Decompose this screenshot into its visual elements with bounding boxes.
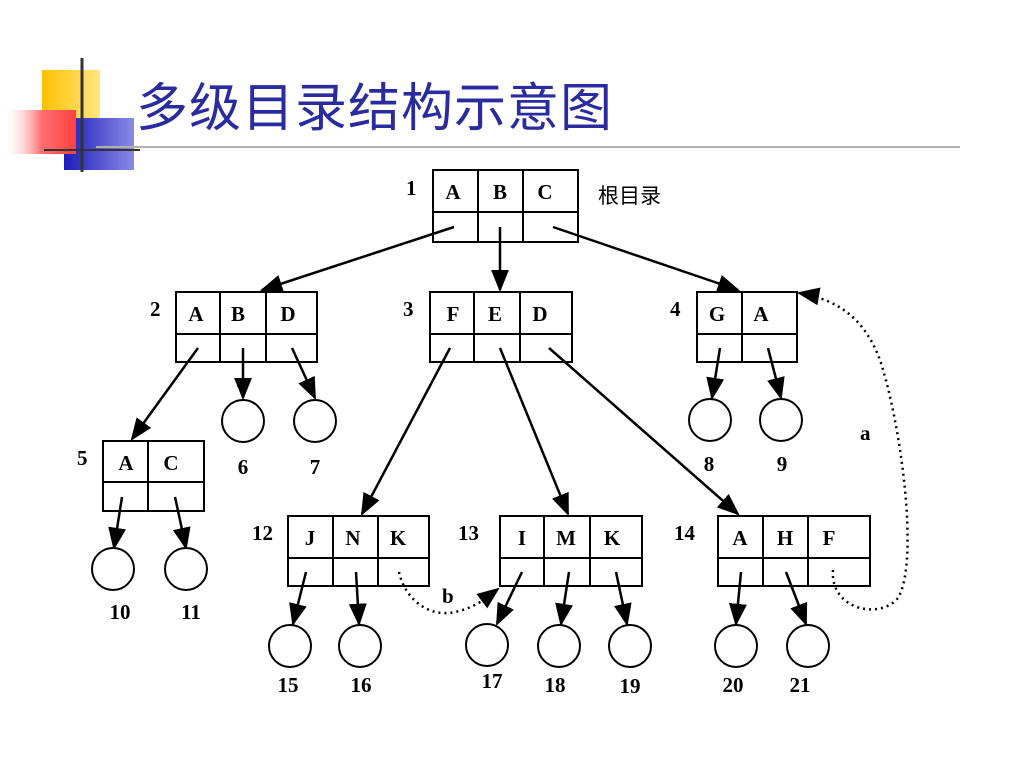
decoration-logo (6, 58, 140, 172)
file-label: 9 (777, 452, 788, 476)
file-label: 17 (482, 669, 503, 693)
file-node: 20 (714, 624, 758, 697)
directory-13: 13 I M K (458, 515, 643, 587)
file-node: 9 (759, 398, 803, 476)
file-label: 10 (110, 600, 131, 624)
file-node: 15 (268, 624, 312, 697)
directory-entry: A (732, 526, 748, 550)
edge-14-20 (728, 571, 747, 627)
file-node: 10 (91, 547, 135, 624)
directory-number: 3 (403, 297, 414, 321)
edge-3-13 (498, 347, 570, 517)
link-label-a: a (860, 421, 871, 445)
edge-1-4 (552, 225, 741, 292)
directory-4: 4 G A (670, 291, 798, 363)
edge-12-16 (348, 571, 367, 627)
file-node: 17 (465, 623, 509, 693)
edge-5-10 (108, 496, 127, 551)
directory-entry: D (532, 302, 547, 326)
directory-entry: B (231, 302, 245, 326)
edge-3-12 (360, 347, 452, 516)
directory-number: 13 (458, 521, 479, 545)
directory-entry: F (447, 302, 460, 326)
file-label: 11 (181, 600, 201, 624)
file-label: 16 (351, 673, 372, 697)
file-label: 15 (278, 673, 299, 697)
deco-red-bar (6, 110, 76, 154)
directory-12: 12 J N K (252, 515, 430, 587)
edge-12-15 (289, 571, 308, 627)
directory-entry: D (280, 302, 295, 326)
edge-13-19 (614, 571, 632, 627)
file-label: 6 (238, 455, 249, 479)
file-label: 21 (790, 673, 811, 697)
file-node: 18 (537, 624, 581, 697)
directory-1: 1 A B C 根目录 (406, 169, 661, 243)
root-directory-caption: 根目录 (598, 184, 661, 208)
file-label: 8 (704, 452, 715, 476)
directory-number: 2 (150, 297, 161, 321)
file-node: 16 (338, 624, 382, 697)
directory-entry: K (390, 526, 407, 550)
directory-3: 3 F E D (403, 291, 573, 363)
directory-entry: C (163, 451, 178, 475)
directory-2: 2 A B D (150, 291, 318, 363)
file-label: 18 (545, 673, 566, 697)
directory-entry: E (488, 302, 502, 326)
edge-13-18 (555, 571, 573, 627)
directory-entry: A (118, 451, 134, 475)
edge-2-7 (290, 347, 317, 401)
edge-4-9 (766, 347, 785, 401)
directory-entry: A (445, 180, 461, 204)
directory-entry: K (604, 526, 621, 550)
directory-entry: C (537, 180, 552, 204)
directory-entry: M (556, 526, 576, 550)
directory-entry: B (493, 180, 507, 204)
directory-entry: N (345, 526, 360, 550)
tree-edges (108, 225, 808, 627)
directory-entry: I (518, 526, 526, 550)
directory-number: 4 (670, 297, 681, 321)
file-label: 7 (310, 455, 321, 479)
directory-entry: H (777, 526, 793, 550)
edge-14-21 (784, 571, 808, 627)
slide-title: 多级目录结构示意图 (136, 79, 614, 139)
directory-number: 5 (77, 446, 88, 470)
file-node: 11 (164, 547, 208, 624)
file-node: 6 (221, 399, 265, 479)
edge-1-2 (259, 225, 455, 293)
edge-3-14 (548, 347, 740, 516)
directory-5: 5 A C (77, 440, 205, 512)
edge-13-17 (495, 571, 524, 627)
directory-14: 14 A H F (674, 515, 871, 587)
link-a-path (796, 287, 909, 611)
directory-number: 14 (674, 521, 696, 545)
file-node: 21 (786, 624, 830, 697)
edge-5-11 (172, 496, 191, 551)
directory-number: 12 (252, 521, 273, 545)
link-label-b: b (442, 584, 454, 608)
edge-2-5 (130, 347, 200, 441)
directory-entry: G (709, 302, 725, 326)
edge-4-8 (706, 347, 725, 401)
file-node: 7 (293, 399, 337, 479)
directory-entry: A (188, 302, 204, 326)
file-node: 8 (688, 398, 732, 476)
file-label: 19 (620, 674, 641, 698)
directory-entry: J (305, 526, 316, 550)
file-label: 20 (723, 673, 744, 697)
directory-entry: F (823, 526, 836, 550)
directory-number: 1 (406, 176, 417, 200)
file-node: 19 (608, 624, 652, 698)
directory-entry: A (753, 302, 769, 326)
